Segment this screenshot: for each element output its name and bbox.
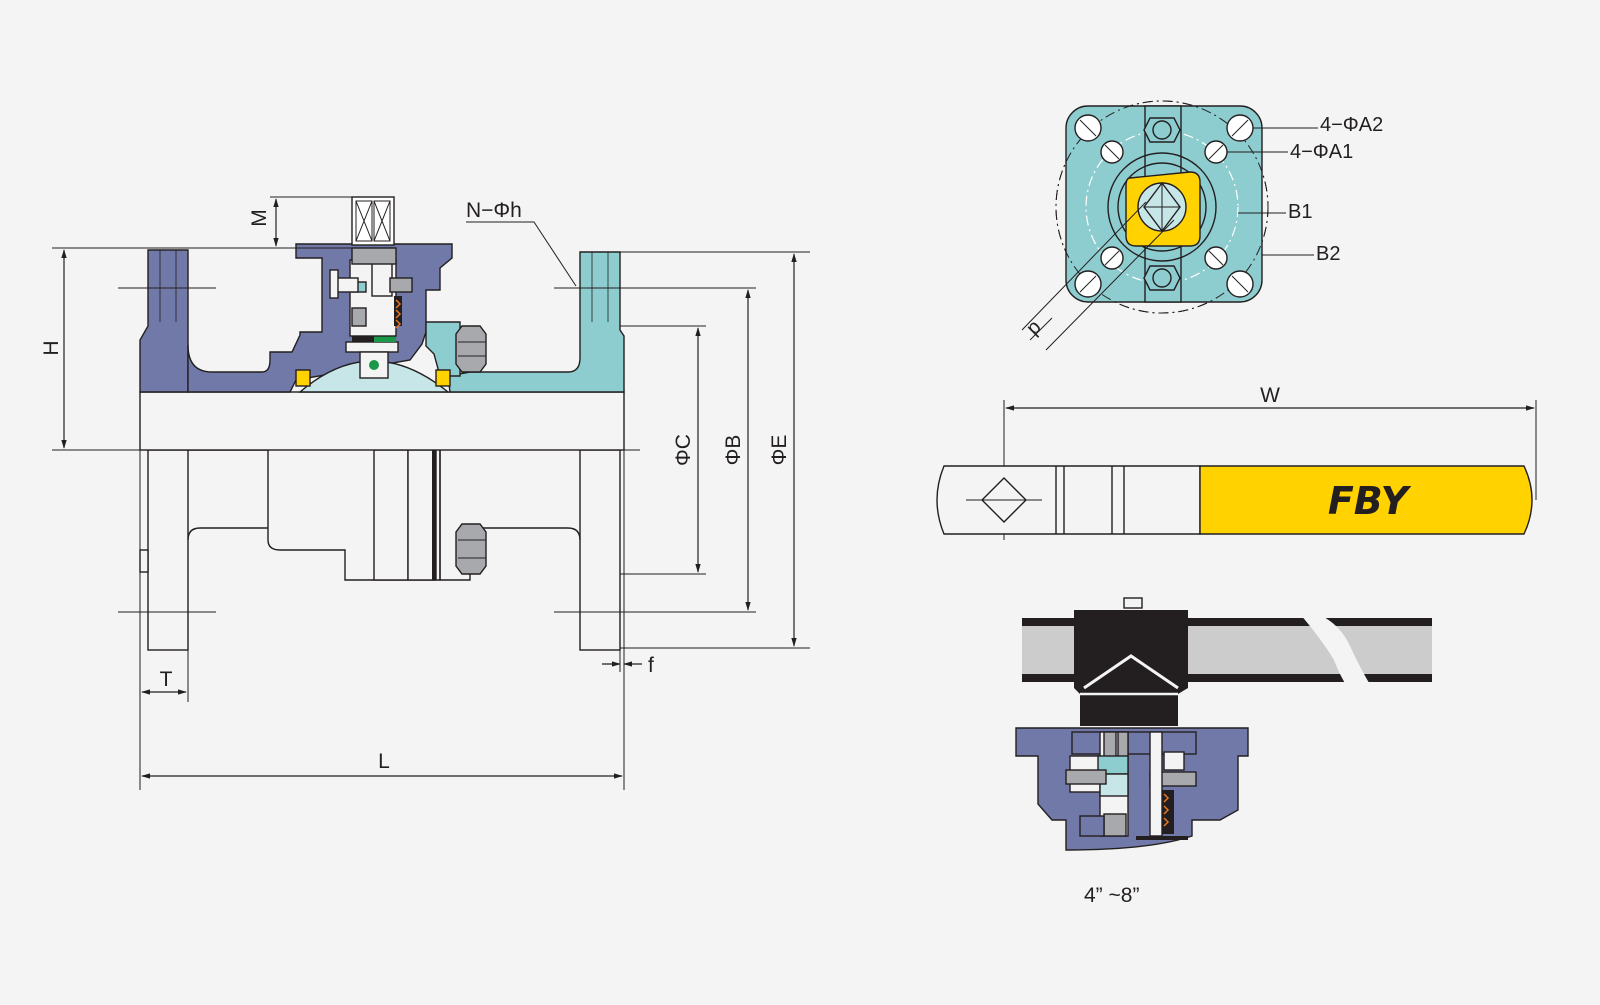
label-phi-C: ΦC (672, 434, 695, 466)
left-flange-lower (147, 449, 189, 651)
stem-pin (369, 360, 379, 370)
bore-band (139, 391, 625, 451)
seat-right (435, 369, 451, 387)
label-phi-E: ΦE (768, 435, 791, 466)
stop-bolt-top (1143, 117, 1181, 143)
handle-body (936, 465, 1201, 535)
label-T: T (160, 668, 173, 691)
upper-bolt-nut (455, 325, 487, 373)
handle-grip-yellow (1199, 465, 1533, 535)
handle-square-hole (981, 477, 1027, 523)
detail-view-4-8: 4” ~8” (1015, 597, 1432, 907)
lower-body-left-half (188, 449, 441, 581)
leader-N-phi-h (466, 221, 577, 287)
label-W: W (1260, 384, 1280, 407)
lower-body-outline (139, 449, 621, 651)
handle-view: W FBY (936, 384, 1537, 540)
label-N-phi-h: N−Φh (466, 199, 522, 222)
label-phi-B: ΦB (722, 435, 745, 466)
stop-bolt-bottom (1143, 265, 1181, 291)
label-size-range: 4” ~8” (1084, 884, 1139, 907)
label-L: L (378, 750, 390, 773)
top-mounting-pad-view: 4−ΦA2 4−ΦA1 B1 B2 p (1021, 100, 1383, 351)
left-body-blue (139, 249, 189, 393)
label-H: H (40, 340, 63, 355)
label-B1: B1 (1288, 201, 1312, 223)
brand-logo: FBY (1328, 479, 1412, 523)
stem-head (351, 196, 395, 246)
label-B2: B2 (1316, 243, 1340, 265)
label-M: M (248, 209, 271, 227)
main-section-view: H M N−Φh ΦC ΦB ΦE f T (40, 196, 810, 790)
label-4-phi-A2: 4−ΦA2 (1320, 114, 1383, 136)
seat-left (295, 369, 311, 387)
lever-hub (1074, 610, 1188, 726)
label-4-phi-A1: 4−ΦA1 (1290, 141, 1353, 163)
detail-packing (1162, 790, 1174, 834)
label-f: f (648, 654, 654, 677)
right-flange-lower (579, 449, 621, 651)
right-body-cyan (447, 251, 625, 393)
lower-bolt-nut (455, 523, 487, 575)
